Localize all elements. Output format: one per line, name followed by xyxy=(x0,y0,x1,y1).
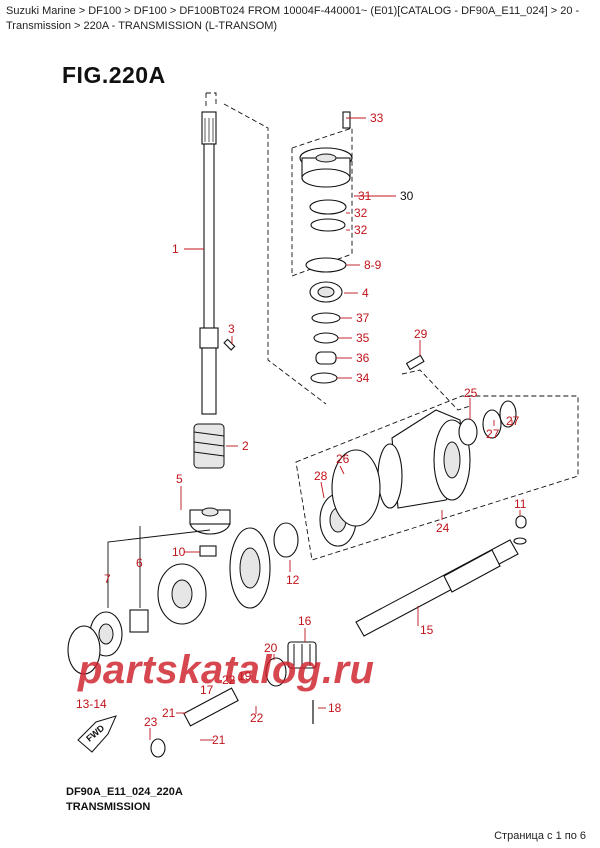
callout-1: 1 xyxy=(172,242,179,256)
callout-11: 11 xyxy=(514,497,527,511)
needle-bearing xyxy=(129,609,149,633)
callout-32: 32 xyxy=(354,206,368,220)
bearing xyxy=(309,281,343,303)
callout-20: 20 xyxy=(264,641,278,655)
pin xyxy=(223,338,236,351)
callout-23: 23 xyxy=(144,715,158,729)
reverse-gear xyxy=(157,563,207,625)
push-rod xyxy=(183,687,239,727)
callout-27: 27 xyxy=(506,414,520,428)
callout-36: 36 xyxy=(356,351,370,365)
shim xyxy=(305,257,347,273)
drive-shaft xyxy=(199,111,219,415)
watermark: partskatalog.ru xyxy=(78,648,375,692)
callout-19: 19 xyxy=(238,669,252,683)
callout-3: 3 xyxy=(228,322,235,336)
ring xyxy=(515,515,527,529)
callout-26: 26 xyxy=(336,452,350,466)
bolt xyxy=(342,111,351,129)
pinion-gear xyxy=(189,507,231,535)
callout-27: 27 xyxy=(486,427,500,441)
gear-housing xyxy=(377,409,471,509)
callout-5: 5 xyxy=(176,472,183,486)
callout-34: 34 xyxy=(356,371,370,385)
callout-18: 18 xyxy=(328,701,342,715)
callout-32: 32 xyxy=(354,223,368,237)
callouts: 1 2 3 4 5 6 7 8-9 10 11 12 13-14 15 16 1… xyxy=(76,111,527,747)
callout-leaders xyxy=(149,117,521,741)
oil-seal xyxy=(309,199,347,215)
callout-2: 2 xyxy=(242,439,249,453)
figure-title: FIG.220A xyxy=(62,62,166,88)
fwd-arrow-icon: FWD xyxy=(77,715,117,753)
callout-29: 29 xyxy=(414,327,428,341)
callout-4: 4 xyxy=(362,286,369,300)
breadcrumb: Suzuki Marine > DF100 > DF100 > DF100BT0… xyxy=(6,5,580,32)
callout-30: 30 xyxy=(400,189,414,203)
callout-17: 17 xyxy=(200,683,214,697)
washer xyxy=(313,332,339,344)
bearing xyxy=(458,418,478,446)
callout-25: 25 xyxy=(464,386,478,400)
figure-code: DF90A_E11_024_220A xyxy=(66,786,183,798)
callout-21: 21 xyxy=(212,733,226,747)
callout-37: 37 xyxy=(356,311,370,325)
propeller-shaft xyxy=(355,537,527,637)
callout-22: 22 xyxy=(222,673,236,687)
washer xyxy=(311,312,341,324)
bushing xyxy=(199,545,217,557)
callout-16: 16 xyxy=(298,614,312,628)
callout-10: 10 xyxy=(172,545,186,559)
bearing-housing xyxy=(299,147,353,188)
callout-8-9: 8-9 xyxy=(364,258,382,272)
circlip xyxy=(310,372,338,384)
o-ring xyxy=(331,449,381,527)
clutch-dog xyxy=(287,641,317,669)
oil-seal xyxy=(310,218,346,232)
callout-21: 21 xyxy=(162,706,176,720)
callout-24: 24 xyxy=(436,521,450,535)
spring-ring xyxy=(265,657,287,687)
forward-gear xyxy=(229,527,271,609)
callout-22: 22 xyxy=(250,711,264,725)
spring xyxy=(193,423,225,469)
seal xyxy=(482,409,502,439)
figure-name: TRANSMISSION xyxy=(66,801,151,813)
pagination: Страница с 1 по 6 xyxy=(494,830,586,842)
shim-ring xyxy=(67,625,101,675)
callout-28: 28 xyxy=(314,469,328,483)
bolt xyxy=(405,354,425,371)
callout-31: 31 xyxy=(358,189,372,203)
o-ring xyxy=(273,522,299,558)
callout-12: 12 xyxy=(286,573,300,587)
callout-33: 33 xyxy=(370,111,384,125)
callout-6: 6 xyxy=(136,556,143,570)
thrust-pad xyxy=(315,351,337,365)
callout-13-14: 13-14 xyxy=(76,697,107,711)
callout-7: 7 xyxy=(104,572,111,586)
callout-15: 15 xyxy=(420,623,434,637)
washer xyxy=(150,738,166,758)
callout-35: 35 xyxy=(356,331,370,345)
